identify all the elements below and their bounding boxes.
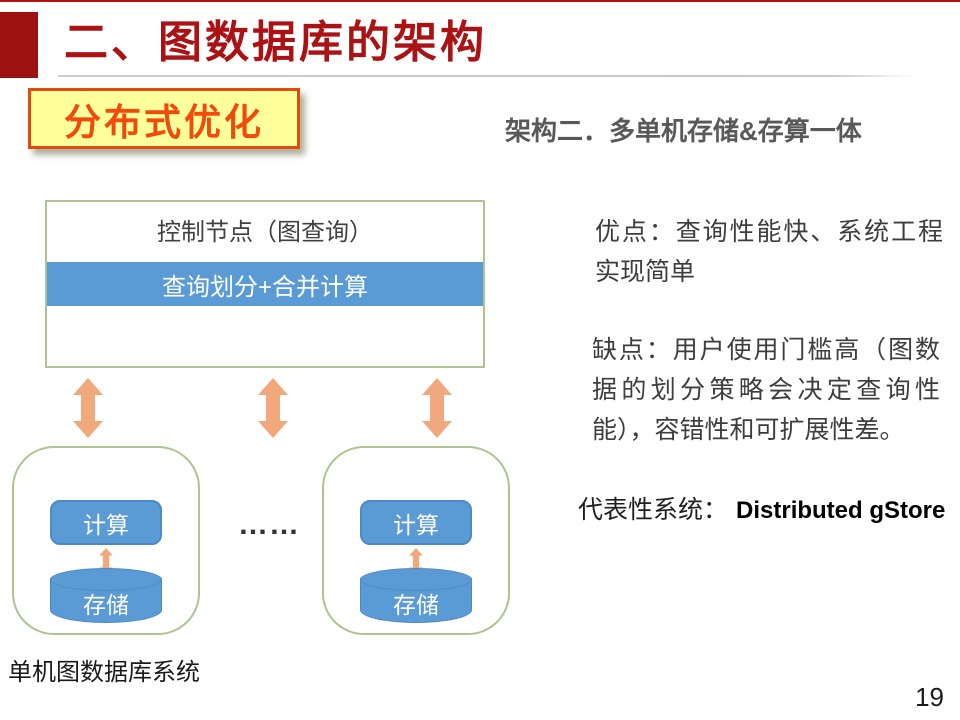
title-divider <box>58 75 915 77</box>
worker-node-right: 计算 存储 <box>322 446 510 635</box>
storage-cylinder: 存储 <box>50 568 162 623</box>
page-title: 二、图数据库的架构 <box>64 18 487 67</box>
representative-system-label: 代表性系统： <box>578 497 729 524</box>
diagram-caption: 单机图数据库系统 <box>8 659 200 686</box>
ellipsis-dots: …… <box>238 508 300 541</box>
compute-box: 计算 <box>50 500 162 545</box>
storage-label: 存储 <box>83 592 129 618</box>
storage-label: 存储 <box>393 592 439 618</box>
title-accent-block <box>0 12 38 78</box>
page-number: 19 <box>915 682 944 712</box>
double-arrow-icon <box>421 378 453 438</box>
storage-cylinder: 存储 <box>360 568 472 623</box>
representative-system-line: 代表性系统： Distributed gStore <box>578 490 945 526</box>
query-partition-bar: 查询划分+合并计算 <box>47 262 483 306</box>
query-partition-bar-label: 查询划分+合并计算 <box>161 273 368 301</box>
pros-text: 优点：查询性能快、系统工程实现简单 <box>595 218 943 286</box>
section-badge: 分布式优化 <box>28 88 300 149</box>
double-arrow-icon <box>257 378 289 438</box>
architecture-subtitle: 架构二．多单机存储&存算一体 <box>505 116 862 146</box>
worker-node-left: 计算 存储 <box>12 446 200 635</box>
compute-label: 计算 <box>393 511 439 538</box>
cons-text: 缺点：用户使用门槛高（图数据的划分策略会决定查询性能），容错性和可扩展性差。 <box>592 336 940 444</box>
section-badge-label: 分布式优化 <box>64 101 264 143</box>
compute-box: 计算 <box>360 500 472 545</box>
representative-system-name: Distributed gStore <box>736 497 946 524</box>
top-accent-line <box>0 0 960 2</box>
control-node-box: 控制节点（图查询） 查询划分+合并计算 <box>45 200 485 368</box>
compute-label: 计算 <box>83 511 129 538</box>
control-node-title: 控制节点（图查询） <box>157 219 373 246</box>
double-arrow-icon <box>72 378 104 438</box>
